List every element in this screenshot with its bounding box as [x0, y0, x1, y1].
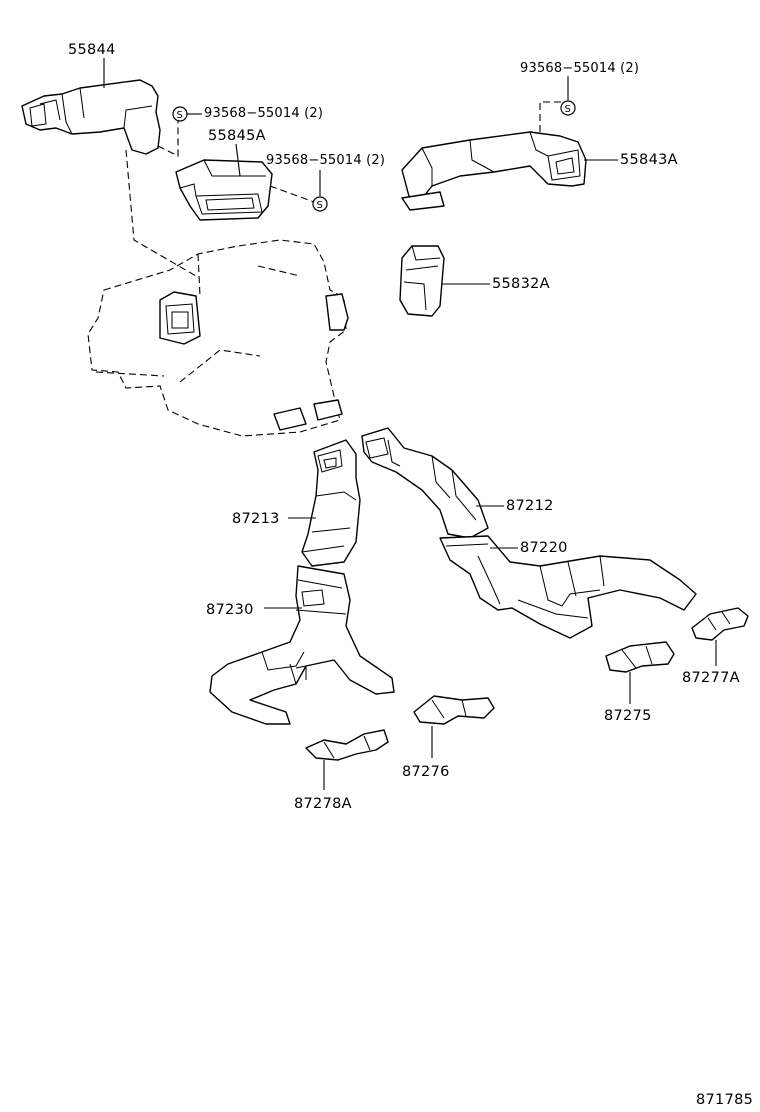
label-87212: 87212 [506, 498, 554, 514]
part-87277A-duct [691, 607, 749, 641]
part-55843A-duct [401, 131, 587, 211]
screw-icon: S [312, 196, 328, 212]
label-87278A: 87278A [294, 796, 352, 812]
label-87277A: 87277A [682, 670, 740, 686]
part-87213-duct [301, 439, 361, 567]
dash-55844-to-unit [125, 149, 197, 277]
label-87276: 87276 [402, 764, 450, 780]
dash-55844-screw [157, 120, 179, 157]
dash-55845A-screw [269, 185, 315, 203]
label-87220: 87220 [520, 540, 568, 556]
label-55832A: 55832A [492, 276, 550, 292]
svg-text:S: S [177, 110, 183, 121]
label-55843A: 55843A [620, 152, 678, 168]
label-93568-c: 93568−55014 (2) [520, 61, 639, 76]
label-87275: 87275 [604, 708, 652, 724]
screw-icon: S [172, 106, 188, 122]
label-55844: 55844 [68, 42, 116, 58]
part-87276-duct [413, 695, 495, 725]
label-87230: 87230 [206, 602, 254, 618]
diagram-id: 871785 [696, 1092, 753, 1108]
svg-text:S: S [317, 200, 323, 211]
part-87278A-duct [305, 729, 389, 761]
leader-55845A [235, 143, 241, 177]
dash-55843A-screw [539, 101, 562, 132]
part-87212-duct [361, 427, 489, 539]
part-87230-duct [209, 565, 395, 725]
part-87275-duct [605, 641, 675, 673]
label-93568-b: 93568−55014 (2) [266, 153, 385, 168]
part-55832A-connector [399, 245, 445, 317]
label-55845A: 55845A [208, 128, 266, 144]
svg-text:S: S [565, 104, 571, 115]
part-55844-duct [21, 79, 161, 155]
label-93568-a: 93568−55014 (2) [204, 106, 323, 121]
part-87220-duct [439, 535, 697, 639]
hvac-unit-outline [87, 239, 349, 437]
screw-icon: S [560, 100, 576, 116]
label-87213: 87213 [232, 511, 280, 527]
part-55845A-register [175, 159, 273, 221]
